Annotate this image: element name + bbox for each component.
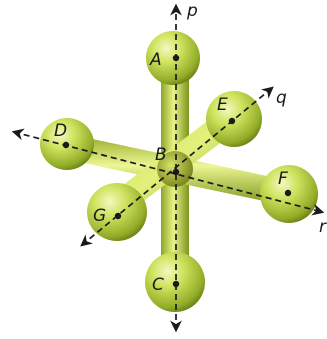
label-a: A [149,50,162,70]
axis-p-label: p [186,1,198,21]
dot-d [62,141,70,149]
label-c: C [152,275,164,295]
label-g: G [93,206,106,226]
dot-c [172,280,180,288]
dot-e [228,117,236,125]
label-f: F [278,169,288,189]
dot-a [172,54,180,62]
point-dots [62,54,292,288]
label-d: D [54,121,67,141]
dot-b [172,168,180,176]
label-e: E [217,95,228,115]
axis-q-label: q [276,88,287,108]
axis-r-label: r [319,217,327,237]
dot-f [284,189,292,197]
axis-q-line [80,86,274,247]
label-b: B [155,145,167,165]
dot-g [114,212,122,220]
